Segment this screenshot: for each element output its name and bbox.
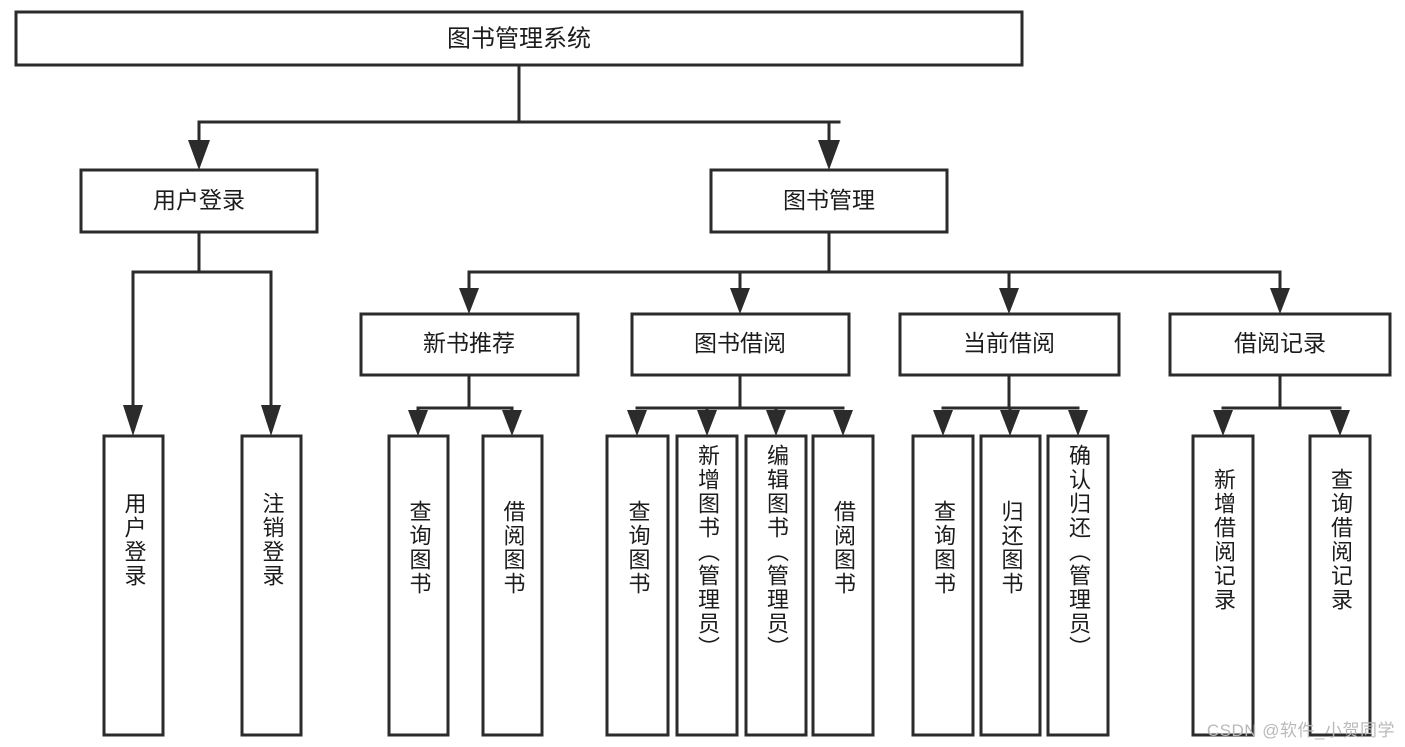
- arrow-leaf-rec-add: [1213, 410, 1233, 436]
- arrow-leaf-borrow-edit: [766, 410, 786, 436]
- node-root[interactable]: 图书管理系统: [14, 10, 1024, 67]
- node-book-borrow-box[interactable]: [630, 312, 851, 377]
- node-root-label: 图书管理系统: [447, 25, 591, 52]
- node-leaf-borrow-edit-box[interactable]: [744, 434, 808, 737]
- node-current-borrow[interactable]: 当前借阅: [898, 312, 1121, 377]
- node-book-manage-box[interactable]: [709, 168, 949, 234]
- arrow-leaf-rec-borrow: [502, 410, 522, 436]
- node-user-login-label: 用户登录: [153, 187, 245, 213]
- arrow-leaf-rec-query2: [1330, 410, 1350, 436]
- arrow-leaf-user-logout: [261, 405, 281, 436]
- arrow-leaf-borrow-lend: [833, 410, 853, 436]
- arrow-to-book-borrow: [730, 288, 750, 314]
- arrow-leaf-user-login: [123, 405, 143, 436]
- node-new-book-rec[interactable]: 新书推荐: [359, 312, 580, 377]
- arrow-to-borrow-record: [1270, 288, 1290, 314]
- node-book-borrow[interactable]: 图书借阅: [630, 312, 851, 377]
- arrow-to-user-login: [188, 140, 210, 170]
- arrow-leaf-borrow-add: [697, 410, 717, 436]
- arrow-leaf-cur-return: [1000, 410, 1020, 436]
- node-borrow-record[interactable]: 借阅记录: [1168, 312, 1392, 377]
- node-leaf-cur-query-box[interactable]: [911, 434, 975, 737]
- node-user-login-box[interactable]: [79, 168, 319, 234]
- node-leaf-rec-query2-box[interactable]: [1308, 434, 1372, 737]
- connectors: [123, 63, 1350, 436]
- node-current-borrow-box[interactable]: [898, 312, 1121, 377]
- node-leaf-rec-query-box[interactable]: [387, 434, 450, 737]
- arrow-leaf-cur-query: [933, 410, 953, 436]
- arrow-leaf-cur-confirm: [1068, 410, 1088, 436]
- node-root-box[interactable]: [14, 10, 1024, 67]
- leaf-boxes: [102, 434, 1372, 737]
- node-leaf-cur-confirm-box[interactable]: [1046, 434, 1110, 737]
- node-borrow-record-label: 借阅记录: [1234, 330, 1326, 356]
- node-leaf-rec-add-box[interactable]: [1191, 434, 1255, 737]
- node-user-login[interactable]: 用户登录: [79, 168, 319, 234]
- node-leaf-user-login-box[interactable]: [102, 434, 165, 737]
- node-leaf-borrow-add-box[interactable]: [675, 434, 739, 737]
- node-leaf-borrow-query-box[interactable]: [605, 434, 670, 737]
- node-leaf-rec-borrow-box[interactable]: [481, 434, 544, 737]
- node-leaf-borrow-lend-box[interactable]: [811, 434, 875, 737]
- node-leaf-cur-return-box[interactable]: [979, 434, 1042, 737]
- node-new-book-rec-box[interactable]: [359, 312, 580, 377]
- arrow-leaf-rec-query: [408, 410, 428, 436]
- node-leaf-user-logout-box[interactable]: [240, 434, 303, 737]
- arrow-to-current-borrow: [999, 288, 1019, 314]
- node-new-book-rec-label: 新书推荐: [423, 330, 515, 356]
- node-book-manage-label: 图书管理: [783, 187, 875, 213]
- node-borrow-record-box[interactable]: [1168, 312, 1392, 377]
- arrow-to-book-manage: [818, 140, 840, 170]
- arrow-leaf-borrow-query: [627, 410, 647, 436]
- node-book-manage[interactable]: 图书管理: [709, 168, 949, 234]
- arrow-to-new-book-rec: [459, 288, 479, 314]
- node-current-borrow-label: 当前借阅: [963, 330, 1055, 356]
- node-book-borrow-label: 图书借阅: [694, 330, 786, 356]
